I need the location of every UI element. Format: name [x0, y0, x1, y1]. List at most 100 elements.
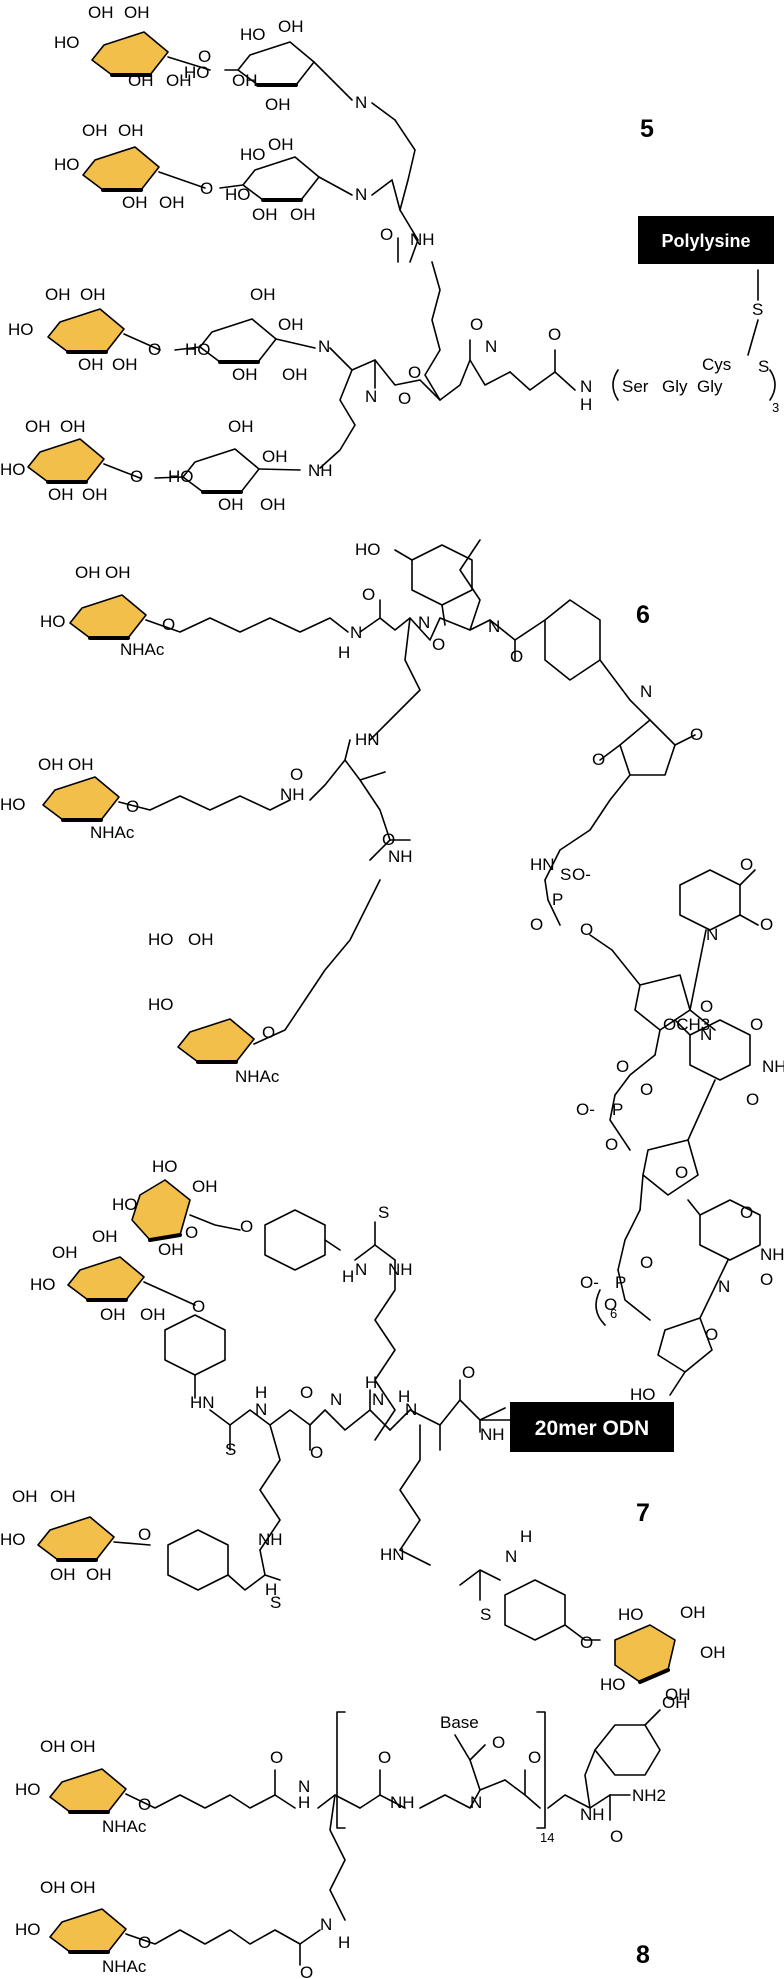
- atom-label-p: P: [612, 1100, 623, 1119]
- atom-label-oh: OH: [80, 285, 106, 304]
- atom-label-s: S: [378, 1203, 389, 1222]
- atom-label-oh: OH: [188, 930, 214, 949]
- atom-label-oh: OH: [700, 1643, 726, 1662]
- methoxy-label: OCH3: [663, 1015, 710, 1034]
- seq-repeat: 3: [772, 400, 779, 415]
- atom-label-o: O: [750, 1015, 763, 1034]
- atom-label-oh: OH: [82, 485, 108, 504]
- disulfide-s2: S: [758, 357, 769, 376]
- atom-label-o: O: [605, 1135, 618, 1154]
- atom-label-n: N: [350, 623, 362, 642]
- atom-label-nhac: NHAc: [102, 1817, 147, 1836]
- atom-label-oh: OH: [78, 355, 104, 374]
- atom-label-oh: OH: [228, 417, 254, 436]
- atom-label-ho: HO: [30, 1275, 56, 1294]
- atom-label-ho: HO: [15, 1920, 41, 1939]
- atom-label-n: N: [700, 1025, 712, 1044]
- atom-label-n: N: [255, 1400, 267, 1419]
- atom-label-n: N: [365, 387, 377, 406]
- atom-label-hn: HN: [355, 730, 380, 749]
- atom-label-o: O: [300, 1383, 313, 1402]
- galactose-ring: [91, 31, 169, 77]
- odn-label: 20mer ODN: [535, 1417, 649, 1440]
- atom-label-oh: OH: [112, 355, 138, 374]
- atom-label-oh: OH: [48, 485, 74, 504]
- atom-label-oh: OH: [166, 71, 192, 90]
- compound-number-5: 5: [640, 115, 654, 143]
- atom-label-ominus: O-: [576, 1100, 595, 1119]
- galnac-ring: [69, 594, 147, 640]
- atom-label-ho: HO: [0, 1530, 26, 1549]
- atom-label-o: O: [462, 1363, 475, 1382]
- atom-label-oh: OH: [282, 365, 308, 384]
- atom-label-n: N: [706, 925, 718, 944]
- atom-label-nh: NH: [760, 1245, 784, 1264]
- atom-label-ho: HO: [618, 1605, 644, 1624]
- atom-label-n: N: [718, 1277, 730, 1296]
- atom-label-oh: OH: [38, 755, 64, 774]
- atom-label-o: O: [148, 340, 161, 359]
- atom-label-o: O: [138, 1795, 151, 1814]
- atom-label-n: N: [505, 1547, 517, 1566]
- atom-label-n: N: [298, 1777, 310, 1796]
- atom-label-oh: OH: [45, 285, 71, 304]
- compound-number-6: 6: [636, 601, 650, 629]
- atom-label-oh: OH: [52, 1243, 78, 1262]
- atom-label-nh: NH: [390, 1793, 415, 1812]
- atom-label-nh: NH: [280, 785, 305, 804]
- atom-label-o: O: [510, 647, 523, 666]
- atom-label-o: O: [700, 997, 713, 1016]
- atom-label-oh: OH: [159, 193, 185, 212]
- atom-label-o: O: [690, 725, 703, 744]
- base-label: Base: [440, 1713, 479, 1732]
- atom-label-oh: OH: [218, 495, 244, 514]
- compound-number-7: 7: [636, 1499, 650, 1527]
- atom-label-ho: HO: [40, 612, 66, 631]
- atom-label-ho: HO: [148, 995, 174, 1014]
- atom-label-oh: OH: [70, 1737, 96, 1756]
- atom-label-h: H: [580, 395, 592, 414]
- atom-label-s: S: [270, 1593, 281, 1612]
- atom-label-o: O: [760, 1270, 773, 1289]
- atom-label-o: O: [432, 635, 445, 654]
- atom-label-ho: HO: [54, 155, 80, 174]
- atom-label-oh: OH: [252, 205, 278, 224]
- atom-label-ominus: O-: [580, 1273, 599, 1292]
- atom-label-oh: OH: [262, 447, 288, 466]
- atom-label-oh: OH: [290, 205, 316, 224]
- atom-label-oh: OH: [278, 315, 304, 334]
- atom-label-oh: OH: [124, 3, 150, 22]
- atom-label-o: O: [362, 585, 375, 604]
- atom-label-o: O: [378, 1748, 391, 1767]
- atom-label-ho: HO: [600, 1675, 626, 1694]
- galnac-ring: [177, 1018, 255, 1064]
- atom-label-o: O: [604, 1295, 617, 1314]
- atom-label-oh: OH: [100, 1305, 126, 1324]
- atom-label-o: O: [162, 615, 175, 634]
- atom-label-o: O: [262, 1023, 275, 1042]
- odn-box: [510, 1402, 674, 1452]
- atom-label-oh: OH: [260, 495, 286, 514]
- atom-label-n: N: [372, 1390, 384, 1409]
- atom-label-oh: OH: [82, 121, 108, 140]
- atom-label-oh: OH: [232, 71, 258, 90]
- atom-label-h: H: [520, 1527, 532, 1546]
- atom-label-o: O: [530, 915, 543, 934]
- atom-label-ho: HO: [225, 185, 251, 204]
- atom-label-ho: HO: [54, 33, 80, 52]
- atom-label-p: P: [552, 890, 563, 909]
- atom-label-ho: HO: [148, 930, 174, 949]
- compound-6: 6 OCH3 6: [42, 539, 761, 1396]
- atom-label-nh: NH: [388, 847, 413, 866]
- atom-label-h: H: [265, 1580, 277, 1599]
- atom-label-o: O: [528, 1748, 541, 1767]
- atom-label-h: H: [338, 643, 350, 662]
- atom-label-hn: HN: [380, 1545, 405, 1564]
- atom-label-oh: OH: [70, 1878, 96, 1897]
- atom-label-ho: HO: [15, 1780, 41, 1799]
- atom-label-o: O: [138, 1525, 151, 1544]
- galactose-ring: [27, 438, 105, 484]
- compound-5: Polylysine 5 Ser Gly Gly Cys 3 S S: [27, 31, 779, 494]
- atom-label-oh: OH: [68, 755, 94, 774]
